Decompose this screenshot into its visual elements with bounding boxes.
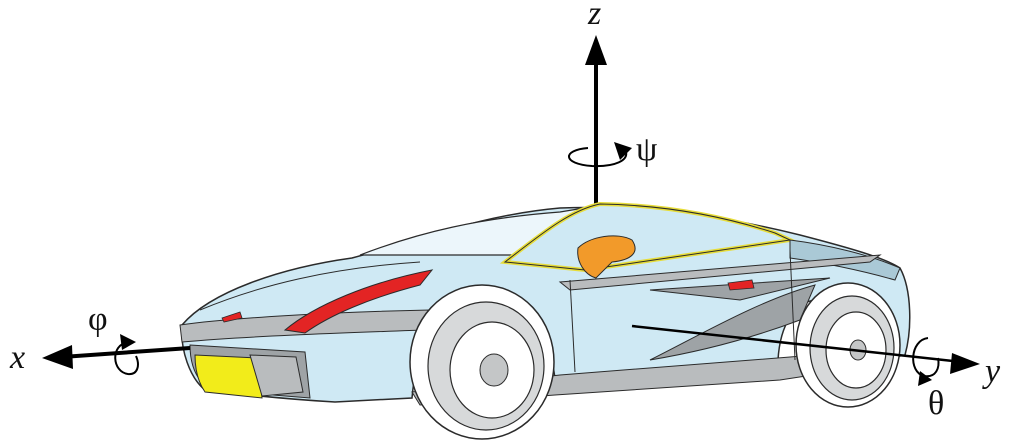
car-illustration — [180, 204, 910, 439]
axis-label-z: z — [587, 0, 601, 32]
yaw-rotation-arrow-icon — [569, 142, 632, 166]
front-wheel — [410, 285, 554, 439]
angle-label-yaw: ψ — [636, 131, 657, 168]
axis-label-x: x — [9, 339, 25, 376]
angle-label-pitch: θ — [928, 385, 944, 422]
axis-label-y: y — [982, 353, 1001, 390]
pitch-rotation-arrow-icon — [913, 338, 938, 386]
z-axis — [585, 35, 607, 205]
angle-label-roll: φ — [88, 301, 108, 338]
